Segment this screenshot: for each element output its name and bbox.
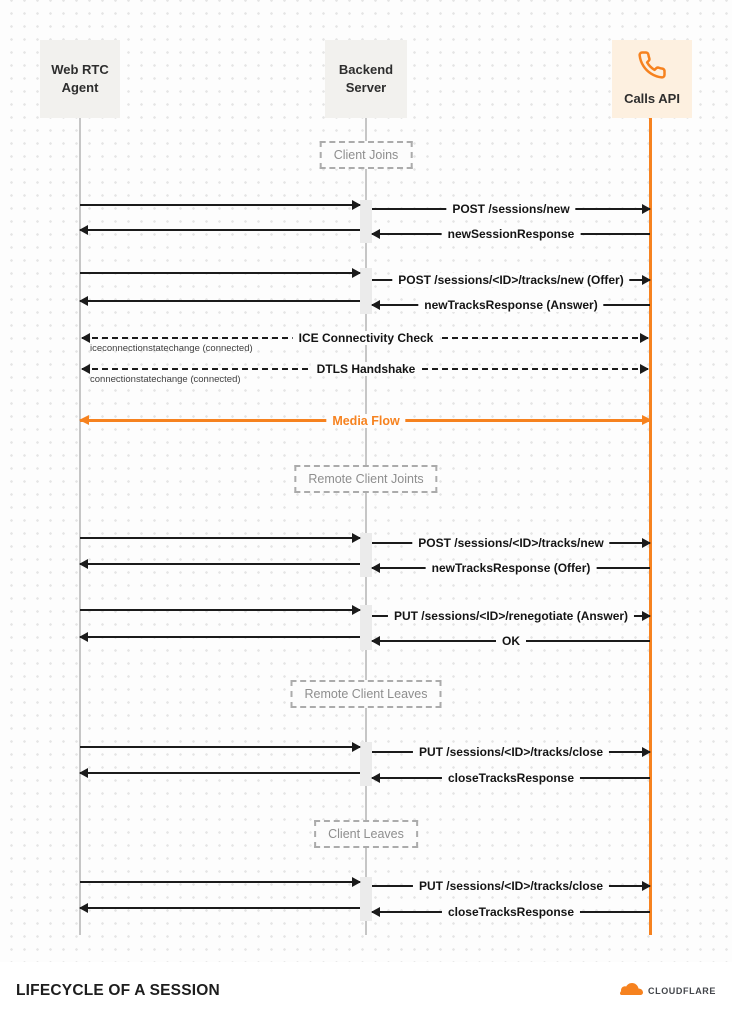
- label-put-renegotiate-answer: PUT /sessions/<ID>/renegotiate (Answer): [387, 609, 635, 623]
- phase-client-joins: Client Joins: [319, 141, 413, 169]
- label-ice-connectivity-check: ICE Connectivity Check: [292, 331, 440, 345]
- label-new-tracks-response-answer: newTracksResponse (Answer): [418, 298, 604, 312]
- cloudflare-cloud-icon: [620, 982, 643, 1000]
- phase-remote-client-joins: Remote Client Joints: [294, 465, 438, 493]
- activation-bar: [360, 533, 372, 577]
- arrow-request-webrtc-to-backend: [80, 877, 361, 887]
- actor-label: Backend Server: [338, 62, 394, 95]
- phase-client-leaves: Client Leaves: [314, 820, 418, 848]
- label-put-tracks-close: PUT /sessions/<ID>/tracks/close: [412, 745, 610, 759]
- label-new-session-response: newSessionResponse: [441, 227, 581, 241]
- label-post-tracks-new-offer: POST /sessions/<ID>/tracks/new (Offer): [392, 273, 630, 287]
- note-connectionstatechange: connectionstatechange (connected): [90, 374, 241, 385]
- cloudflare-wordmark: CLOUDFLARE: [648, 985, 716, 996]
- page-title: LIFECYCLE OF A SESSION: [16, 981, 220, 999]
- lifeline-webrtc-agent: [79, 118, 81, 935]
- activation-bar: [360, 742, 372, 786]
- lifeline-backend-server: [365, 118, 367, 935]
- phone-icon: [637, 50, 667, 85]
- label-new-tracks-response-offer: newTracksResponse (Offer): [425, 561, 597, 575]
- activation-bar: [360, 877, 372, 921]
- phase-remote-client-leaves: Remote Client Leaves: [290, 680, 442, 708]
- arrow-response-backend-to-webrtc: [79, 903, 360, 913]
- arrow-response-backend-to-webrtc: [79, 559, 360, 569]
- label-close-tracks-response: closeTracksResponse: [441, 771, 581, 785]
- arrow-response-backend-to-webrtc: [79, 632, 360, 642]
- arrow-request-webrtc-to-backend: [80, 605, 361, 615]
- footer: LIFECYCLE OF A SESSION CLOUDFLARE: [0, 962, 732, 1019]
- label-media-flow: Media Flow: [326, 414, 406, 428]
- arrow-request-webrtc-to-backend: [80, 200, 361, 210]
- cloudflare-logo: CLOUDFLARE: [620, 982, 716, 1000]
- activation-bar: [360, 268, 372, 314]
- label-ok-response: OK: [496, 634, 526, 648]
- arrow-request-webrtc-to-backend: [80, 268, 361, 278]
- activation-bar: [360, 605, 372, 650]
- arrow-response-backend-to-webrtc: [79, 768, 360, 778]
- actor-label: Calls API: [624, 91, 680, 107]
- lifeline-calls-api: [649, 118, 652, 935]
- label-post-tracks-new: POST /sessions/<ID>/tracks/new: [412, 536, 610, 550]
- arrow-request-webrtc-to-backend: [80, 742, 361, 752]
- arrow-response-backend-to-webrtc: [79, 225, 360, 235]
- actor-webrtc-agent: Web RTC Agent: [40, 40, 120, 118]
- label-dtls-handshake: DTLS Handshake: [310, 362, 422, 376]
- label-close-tracks-response: closeTracksResponse: [441, 905, 581, 919]
- activation-bar: [360, 200, 372, 243]
- actor-calls-api: Calls API: [612, 40, 692, 118]
- label-post-sessions-new: POST /sessions/new: [446, 202, 576, 216]
- actor-backend-server: Backend Server: [325, 40, 407, 118]
- arrow-request-webrtc-to-backend: [80, 533, 361, 543]
- note-iceconnectionstatechange: iceconnectionstatechange (connected): [90, 343, 253, 354]
- label-put-tracks-close: PUT /sessions/<ID>/tracks/close: [412, 879, 610, 893]
- actor-label: Web RTC Agent: [51, 62, 109, 95]
- arrow-response-backend-to-webrtc: [79, 296, 360, 306]
